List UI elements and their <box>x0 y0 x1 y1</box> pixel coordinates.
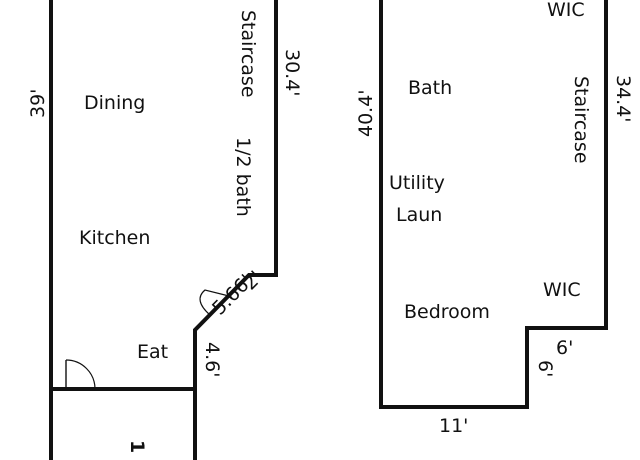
room-label-half-bath: 1/2 bath <box>232 137 254 217</box>
room-label-wic-bottom: WIC <box>543 279 581 301</box>
room-label-staircase-left: Staircase <box>237 10 259 98</box>
room-label-bath: Bath <box>408 77 452 99</box>
dimension-left-unit-right-wall: 30.4' <box>281 49 303 97</box>
left-unit-right-wall <box>193 0 278 460</box>
dimension-lower-right: 4.6' <box>201 342 223 377</box>
diagonal-door <box>199 289 230 316</box>
room-label-kitchen: Kitchen <box>79 227 150 249</box>
dimension-right-unit-bottom: 11' <box>439 415 468 437</box>
left-unit-doors <box>65 289 230 390</box>
left-unit-labels: Dining Kitchen Eat Staircase 1/2 bath 39… <box>27 10 303 453</box>
diagonal-door-swing <box>199 289 230 316</box>
room-label-bedroom: Bedroom <box>404 301 490 323</box>
dimension-right-unit-left-wall: 40.4' <box>355 89 377 137</box>
left-unit-walls <box>49 0 278 460</box>
right-unit-labels: WIC Bath Staircase Utility Laun WIC Bedr… <box>355 0 634 437</box>
room-label-dining: Dining <box>84 92 145 114</box>
right-unit-outline <box>379 0 608 409</box>
room-label-staircase-right: Staircase <box>570 76 592 164</box>
entry-door <box>65 359 96 390</box>
room-label-laundry: Laun <box>396 204 442 226</box>
room-label-eat: Eat <box>137 341 168 363</box>
partial-label: 1 <box>126 440 148 453</box>
dimension-notch-height: 6' <box>534 360 556 377</box>
dimension-left-unit-height: 39' <box>27 89 49 118</box>
diagonal-door-opening <box>209 295 230 316</box>
room-label-wic-top: WIC <box>547 0 585 21</box>
right-unit-walls <box>379 0 608 409</box>
entry-door-swing <box>65 359 96 390</box>
room-label-utility: Utility <box>389 172 445 194</box>
dimension-right-unit-right-wall: 34.4' <box>612 75 634 123</box>
dimension-notch-width: 6' <box>556 337 573 359</box>
